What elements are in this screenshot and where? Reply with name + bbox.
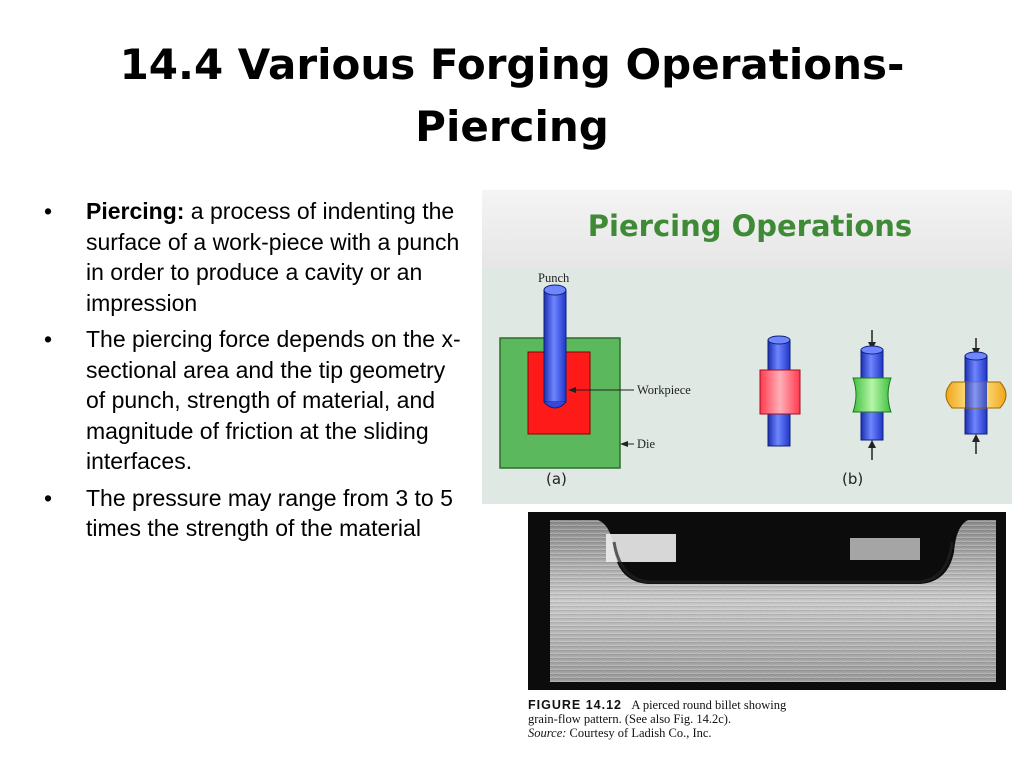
stage3-rod-front [965, 382, 987, 408]
caption-line-1: FIGURE 14.12 A pierced round billet show… [528, 698, 1008, 712]
cavity-outline [612, 541, 954, 584]
stage2-arrowhead-bottom [868, 440, 876, 448]
caption-line-3: Source: Courtesy of Ladish Co., Inc. [528, 726, 1008, 740]
bullet-dot: • [44, 484, 53, 511]
bullet-term: Piercing: [86, 198, 185, 224]
stage3-arrowhead-bottom [972, 434, 980, 442]
bullet-text: The piercing force depends on the x-sect… [86, 326, 461, 474]
bullet-item: • Piercing: a process of indenting the s… [44, 196, 464, 318]
bullet-item: • The pressure may range from 3 to 5 tim… [44, 483, 464, 544]
punch-shape [543, 289, 567, 403]
diagram-heading: Piercing Operations [588, 209, 912, 243]
stage1-block [759, 369, 801, 415]
pierced-billet-photo [528, 512, 1006, 690]
caption-source-text: Courtesy of Ladish Co., Inc. [569, 726, 712, 740]
piercing-operations-diagram: Piercing Operations Punch Workpiece Die … [482, 190, 1012, 504]
label-punch: Punch [538, 271, 570, 285]
caption-figure-label: FIGURE 14.12 [528, 698, 622, 712]
caption-line-2: grain-flow pattern. (See also Fig. 14.2c… [528, 712, 732, 726]
billet-grain [550, 520, 996, 682]
title-line-1: 14.4 Various Forging Operations- [119, 40, 905, 89]
diagram-heading-band [482, 190, 1012, 268]
stage1-rod-top [767, 335, 791, 345]
stage2-rod-top [860, 345, 884, 355]
caption-source-label: Source: [528, 726, 567, 740]
label-workpiece: Workpiece [637, 383, 691, 397]
title-line-2: Piercing [415, 102, 609, 151]
punch-top [543, 284, 567, 296]
photo-caption: FIGURE 14.12 A pierced round billet show… [528, 698, 1008, 740]
label-a: (a) [546, 470, 567, 488]
bullet-list: • Piercing: a process of indenting the s… [44, 196, 464, 550]
punch-tip [543, 401, 567, 409]
stage2-block [852, 377, 892, 413]
label-b: (b) [842, 470, 863, 488]
caption-text-1: A pierced round billet showing [631, 698, 787, 712]
workpiece-arrowhead [568, 387, 576, 393]
label-die: Die [637, 437, 656, 451]
bullet-text: The pressure may range from 3 to 5 times… [86, 484, 453, 542]
bullet-dot: • [44, 198, 53, 224]
bullet-dot: • [44, 326, 53, 352]
bullet-text: a process of indenting the surface of a … [86, 198, 460, 316]
bullet-item: • The piercing force depends on the x-se… [44, 324, 464, 477]
die-arrowhead [620, 441, 628, 447]
slide-title: 14.4 Various Forging Operations- Piercin… [60, 34, 964, 158]
bright-patch-right [850, 538, 920, 560]
stage3-rod-top [964, 351, 988, 361]
